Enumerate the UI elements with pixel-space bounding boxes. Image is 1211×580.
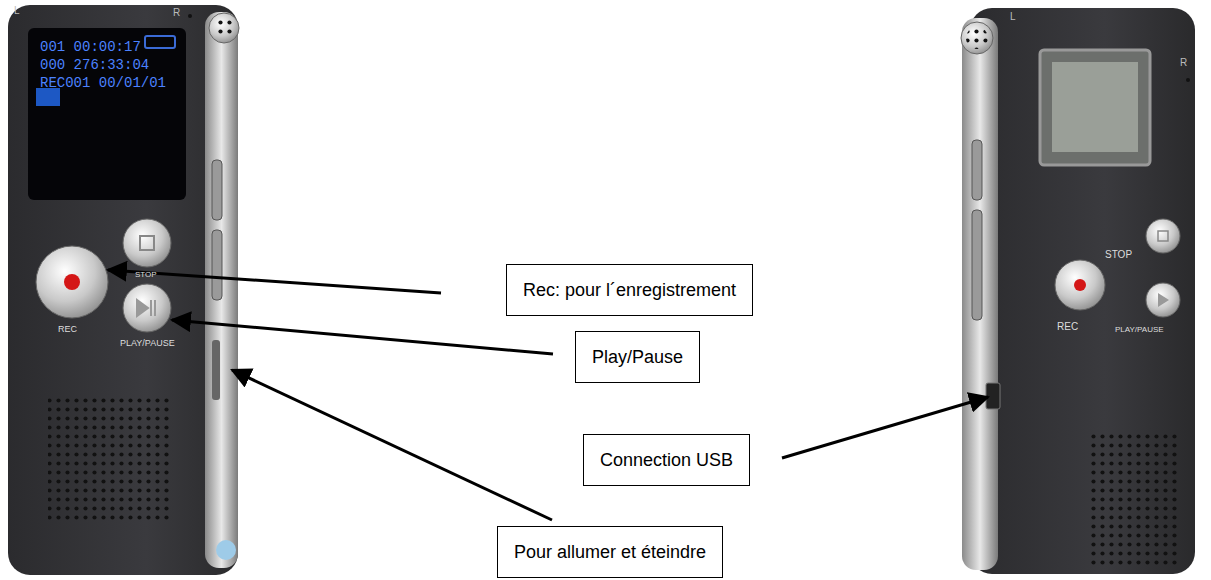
button-label: PLAY/PAUSE xyxy=(1115,326,1164,334)
channel-mark: R xyxy=(173,8,180,18)
channel-mark: L xyxy=(1010,12,1016,22)
channel-mark: L xyxy=(14,6,20,16)
callout-box: Play/Pause xyxy=(575,331,700,383)
callout-box: Rec: pour l´enregistrement xyxy=(506,264,753,316)
screen-text: REC001 00/01/01 xyxy=(40,76,166,90)
left-recorder xyxy=(8,5,239,575)
callout-text: Rec: pour l´enregistrement xyxy=(523,279,736,301)
button-label: REC xyxy=(58,325,77,334)
screen-text: 000 276:33:04 xyxy=(40,58,149,72)
button-label: STOP xyxy=(135,271,157,279)
button-label: STOP xyxy=(1105,250,1132,260)
callout-text: Pour allumer et éteindre xyxy=(514,541,706,563)
channel-mark: R xyxy=(1180,58,1187,68)
button-label: PLAY/PAUSE xyxy=(120,339,175,348)
right-recorder xyxy=(961,8,1195,574)
callout-text: Connection USB xyxy=(600,449,733,471)
callout-box: Connection USB xyxy=(583,434,750,486)
button-label: REC xyxy=(1057,322,1078,332)
callout-text: Play/Pause xyxy=(592,346,683,368)
screen-text: 001 00:00:17 xyxy=(40,40,141,54)
callout-box: Pour allumer et éteindre xyxy=(497,526,723,578)
